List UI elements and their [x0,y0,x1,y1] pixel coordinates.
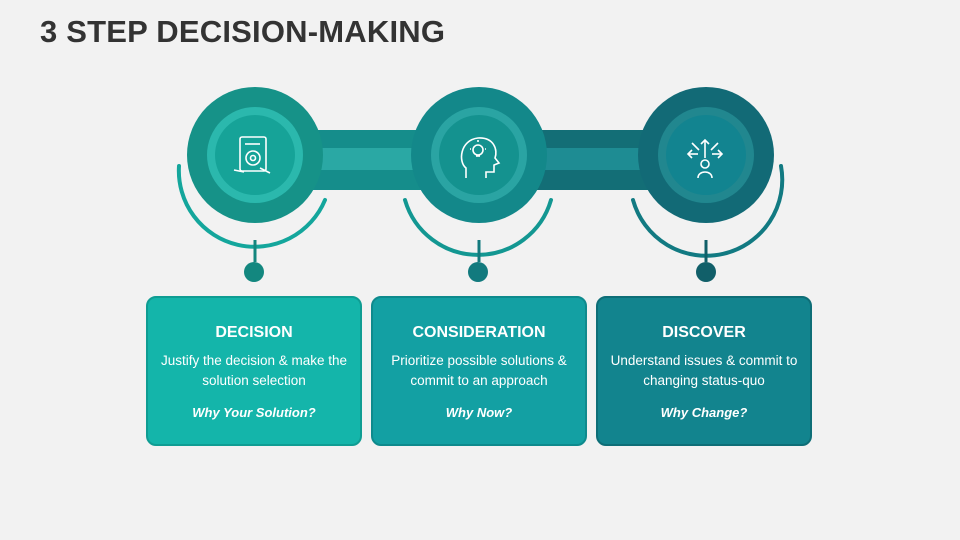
step-question: Why Change? [660,405,748,420]
page-title: 3 STEP DECISION-MAKING [40,14,446,49]
step-node-3 [631,87,785,282]
step-question: Why Now? [445,405,513,420]
node-dot-1 [244,262,264,282]
step-card-discover: DISCOVER Understand issues & commit to c… [596,296,812,446]
step-heading: DECISION [215,324,293,341]
step-node-2 [403,87,553,282]
step-heading: CONSIDERATION [412,324,546,341]
step-card-consideration: CONSIDERATION Prioritize possible soluti… [371,296,587,446]
step-card-decision: DECISION Justify the decision & make the… [146,296,362,446]
arc-bracket-1 [176,164,327,249]
step-question: Why Your Solution? [192,405,316,420]
node-dot-2 [468,262,488,282]
head-lightbulb-icon [460,137,501,178]
step-heading: DISCOVER [662,324,746,341]
step-description: Understand issues & commit to changing s… [610,353,798,388]
arc-bracket-3 [631,164,785,258]
document-gear-icon [233,136,271,174]
step-node-1 [176,87,327,282]
step-description: Justify the decision & make the solution… [160,353,348,388]
decision-arrows-icon [686,138,724,179]
step-description: Prioritize possible solutions & commit t… [391,353,567,388]
node-dot-3 [696,262,716,282]
